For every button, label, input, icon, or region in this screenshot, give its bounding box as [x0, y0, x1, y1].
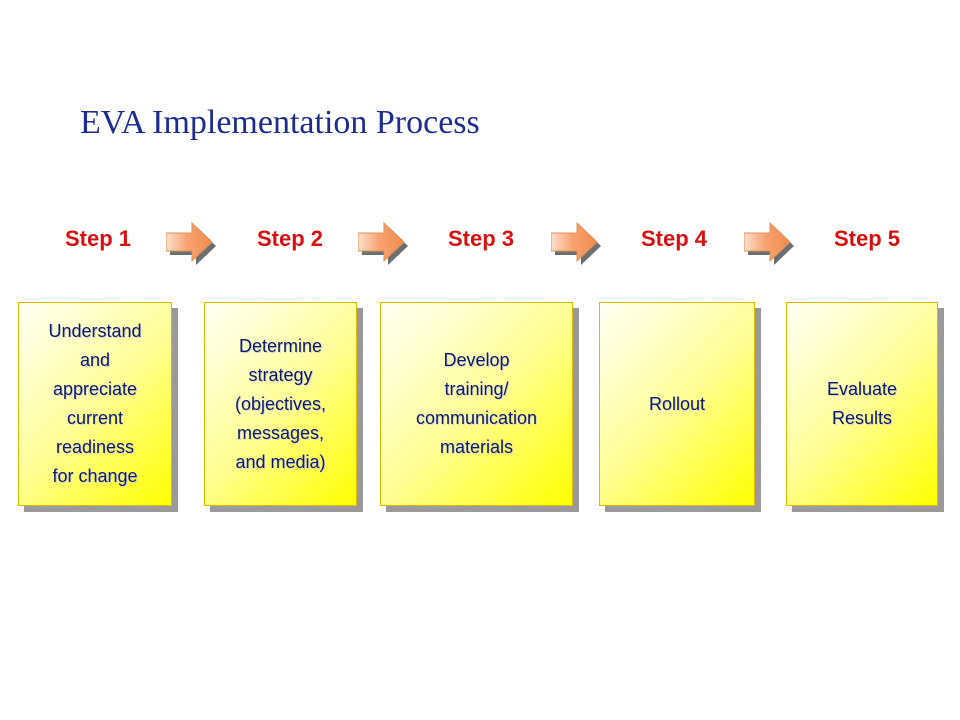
step-box-text: Develop training/ communication material… — [415, 350, 538, 457]
arrow-right-icon — [358, 222, 408, 265]
step-box-4: Rollout — [599, 302, 755, 506]
arrow-right-icon — [744, 222, 794, 265]
step-box-text: Understand and appreciate current readin… — [48, 321, 142, 486]
step-label-5: Step 5 — [833, 226, 901, 251]
step-label-3: Step 3 — [447, 226, 515, 251]
step-box-1: Understand and appreciate current readin… — [18, 302, 172, 506]
step-box-2: Determine strategy (objectives, messages… — [204, 302, 357, 506]
step-box-text: Determine strategy (objectives, messages… — [234, 335, 327, 472]
step-label-2: Step 2 — [256, 226, 324, 251]
step-box-5: Evaluate Results — [786, 302, 938, 506]
step-label-1: Step 1 — [64, 226, 132, 251]
step-box-text: Rollout — [648, 393, 706, 414]
arrow-right-icon — [166, 222, 216, 265]
step-box-text: Evaluate Results — [826, 379, 898, 428]
step-label-4: Step 4 — [640, 226, 708, 251]
step-box-3: Develop training/ communication material… — [380, 302, 573, 506]
arrow-right-icon — [551, 222, 601, 265]
page-title: EVA Implementation Process — [80, 104, 480, 141]
